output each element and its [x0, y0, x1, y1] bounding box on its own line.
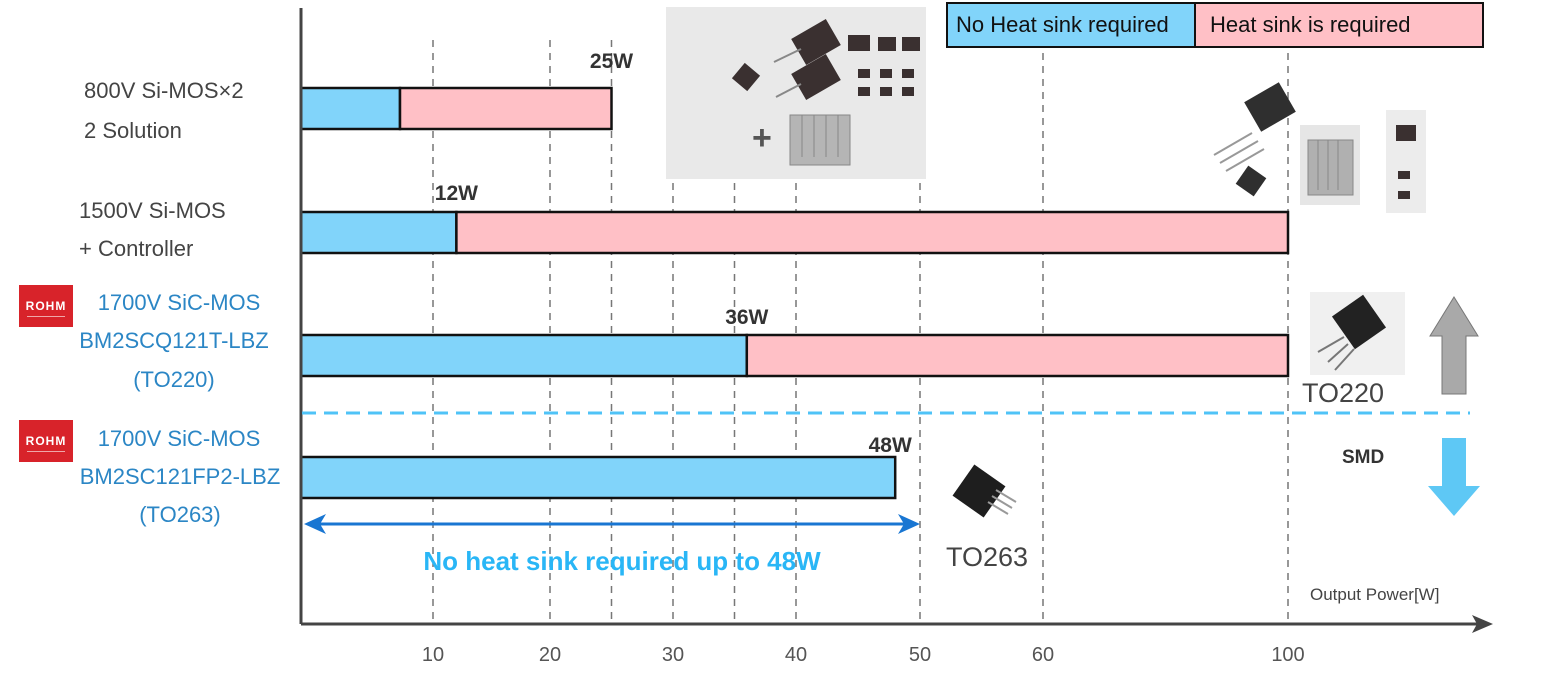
data-label: 36W	[725, 306, 768, 329]
axes	[299, 8, 1493, 633]
rohm-logo: ROHM	[19, 285, 73, 327]
range-arrow	[304, 514, 920, 534]
x-tick-label: 20	[539, 644, 561, 666]
x-tick-label: 50	[909, 644, 931, 666]
x-tick-label: 100	[1271, 644, 1304, 666]
bar-no-heatsink	[299, 86, 402, 131]
arrow-up-icon	[1429, 296, 1479, 395]
bar-heatsink	[745, 333, 1290, 378]
bar-no-heatsink	[299, 333, 749, 378]
data-label: 25W	[590, 50, 633, 73]
arrow-down-icon	[1428, 438, 1480, 516]
data-label: 12W	[435, 182, 478, 205]
to220-label: TO220	[1302, 378, 1385, 408]
to220-photo	[1310, 292, 1405, 375]
row-label-4-line3: (TO263)	[139, 502, 221, 527]
rohm-logo: ROHM	[19, 420, 73, 462]
data-label: 48W	[869, 434, 912, 457]
row-label-4-line1: 1700V SiC-MOS	[97, 426, 261, 451]
legend: No Heat sink required Heat sink is requi…	[946, 2, 1484, 48]
legend-heatsink: Heat sink is required	[1196, 4, 1482, 46]
row-label-2-line2: + Controller	[79, 236, 194, 261]
row-label-1-line2: 2 Solution	[84, 118, 182, 143]
x-tick-labels: 10 20 30 40 50 60 100	[422, 644, 1305, 666]
x-tick-label: 10	[422, 644, 444, 666]
legend-no-heatsink: No Heat sink required	[948, 4, 1196, 46]
x-axis-title: Output Power[W]	[1310, 585, 1440, 604]
data-labels: 25W 12W 36W 48W	[435, 50, 912, 457]
components-photo-controller	[1200, 75, 1430, 215]
bar-heatsink	[455, 210, 1290, 255]
row-label-3-line3: (TO220)	[133, 367, 215, 392]
row-label-1-line1: 800V Si-MOS×2	[84, 78, 244, 103]
range-text: No heat sink required up to 48W	[423, 546, 821, 576]
x-tick-label: 30	[662, 644, 684, 666]
svg-text:+: +	[752, 119, 772, 157]
row-label-2-line1: 1500V Si-MOS	[79, 198, 226, 223]
x-tick-label: 40	[785, 644, 807, 666]
bars	[299, 86, 1290, 500]
bar-no-heatsink	[299, 455, 897, 500]
row-label-4-line2: BM2SC121FP2-LBZ	[79, 464, 281, 489]
row-label-3-line2: BM2SCQ121T-LBZ	[79, 328, 269, 353]
smd-label: SMD	[1342, 447, 1385, 468]
to263-label: TO263	[946, 542, 1029, 572]
to263-photo	[950, 460, 1030, 530]
x-tick-label: 60	[1032, 644, 1054, 666]
row-label-3-line1: 1700V SiC-MOS	[97, 290, 261, 315]
x-axis-arrowhead	[1472, 615, 1493, 633]
bar-no-heatsink	[299, 210, 458, 255]
bar-heatsink	[398, 86, 613, 131]
components-photo-si-mos: +	[666, 7, 926, 179]
